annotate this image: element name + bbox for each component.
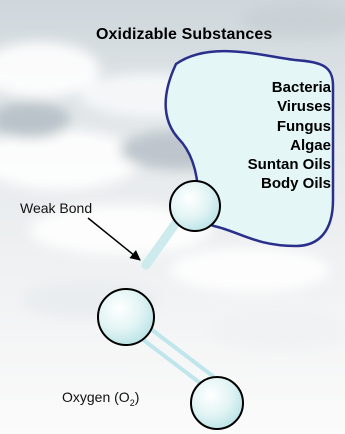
oxygen-atom-bottom — [191, 377, 243, 429]
weak-bond-label: Weak Bond — [20, 200, 92, 216]
substance-item: Bacteria — [248, 78, 331, 97]
substance-item: Body Oils — [248, 174, 331, 193]
substances-list: Bacteria Viruses Fungus Algae Suntan Oil… — [248, 78, 331, 194]
oxygen-label-prefix: Oxygen (O — [62, 389, 130, 405]
substance-item: Viruses — [248, 97, 331, 116]
substance-item: Algae — [248, 136, 331, 155]
oxygen-atom-top — [170, 181, 220, 231]
oxygen-label: Oxygen (O2) — [62, 389, 139, 408]
oxygen-label-suffix: ) — [135, 389, 140, 405]
substance-item: Suntan Oils — [248, 155, 331, 174]
diagram-title: Oxidizable Substances — [96, 26, 272, 44]
oxygen-atom-middle — [98, 289, 154, 345]
substance-item: Fungus — [248, 117, 331, 136]
